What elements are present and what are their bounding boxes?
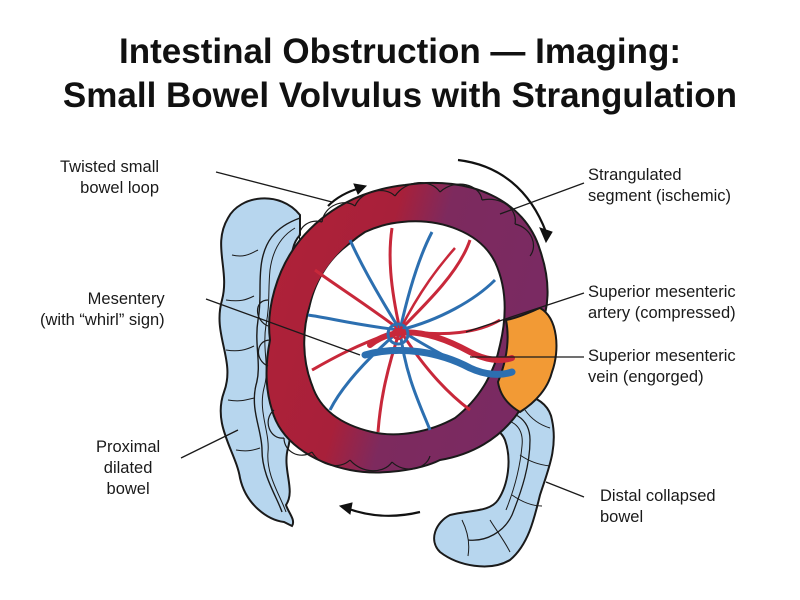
diagram-title-line-1: Intestinal Obstruction — Imaging: bbox=[119, 32, 681, 71]
label-mesentery: Mesentery(with “whirl” sign) bbox=[40, 290, 165, 329]
distal-collapsed-bowel bbox=[433, 392, 555, 568]
diagram-title-line-2: Small Bowel Volvulus with Strangulation bbox=[62, 76, 738, 115]
superior-mesenteric-artery bbox=[367, 329, 515, 363]
mesentery-whirl bbox=[307, 227, 516, 433]
leader-lines bbox=[180, 171, 585, 498]
superior-mesenteric-vein bbox=[361, 346, 516, 378]
ischemic-orange-segment bbox=[496, 306, 558, 414]
rotation-arrows bbox=[327, 158, 553, 517]
